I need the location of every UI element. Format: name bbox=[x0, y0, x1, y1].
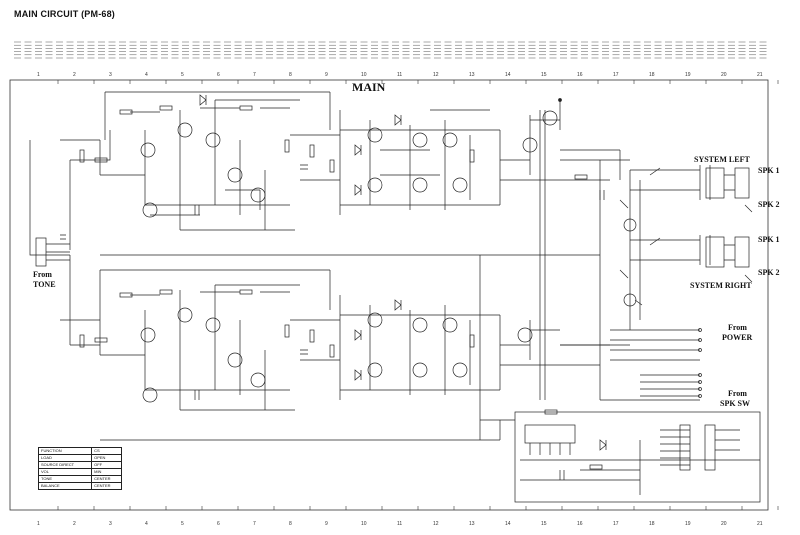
column-number: 12 bbox=[433, 521, 439, 527]
protection-ic-section bbox=[479, 255, 761, 503]
legend-state: OFF bbox=[91, 461, 122, 469]
legend-state: OPEN bbox=[91, 454, 122, 462]
column-number: 10 bbox=[361, 521, 367, 527]
column-number: 1 bbox=[37, 521, 40, 527]
legend-state: MIN bbox=[91, 468, 122, 476]
column-number: 21 bbox=[757, 72, 763, 78]
column-number: 11 bbox=[397, 521, 403, 527]
from-power-label-line1: From bbox=[728, 323, 747, 332]
column-number: 20 bbox=[721, 521, 727, 527]
column-number: 14 bbox=[505, 72, 511, 78]
page-title: MAIN CIRCUIT (PM-68) bbox=[14, 9, 115, 19]
from-spksw-label-line2: SPK SW bbox=[720, 399, 751, 408]
legend-function: LOAD bbox=[37, 454, 93, 462]
legend-function: BALANCE bbox=[37, 482, 93, 490]
column-number: 20 bbox=[721, 72, 727, 78]
spk2-top-label: SPK 2 bbox=[758, 200, 780, 209]
column-number: 18 bbox=[649, 521, 655, 527]
column-number: 2 bbox=[73, 521, 76, 527]
column-number: 11 bbox=[397, 72, 403, 78]
legend-function: VOL bbox=[37, 468, 93, 476]
column-number: 3 bbox=[109, 521, 112, 527]
column-number: 18 bbox=[649, 72, 655, 78]
column-number: 19 bbox=[685, 521, 691, 527]
legend-function: FUNCTION bbox=[37, 447, 93, 455]
column-number: 16 bbox=[577, 521, 583, 527]
tone-input-connector bbox=[35, 237, 70, 267]
column-number: 14 bbox=[505, 521, 511, 527]
column-number: 5 bbox=[181, 72, 184, 78]
column-number: 10 bbox=[361, 72, 367, 78]
column-number: 4 bbox=[145, 521, 148, 527]
column-number: 16 bbox=[577, 72, 583, 78]
column-number: 2 bbox=[73, 72, 76, 78]
upper-channel-amplifier bbox=[29, 91, 621, 256]
system-right-label: SYSTEM RIGHT bbox=[690, 281, 752, 290]
legend-state: CS bbox=[91, 447, 122, 455]
from-power-label-line2: POWER bbox=[722, 333, 753, 342]
column-number: 8 bbox=[289, 72, 292, 78]
column-number: 6 bbox=[217, 521, 220, 527]
column-number: 7 bbox=[253, 521, 256, 527]
column-number: 21 bbox=[757, 521, 763, 527]
spk2-bottom-label: SPK 2 bbox=[758, 268, 780, 277]
legend-function: TONE bbox=[37, 475, 93, 483]
from-tone-label-line1: From bbox=[33, 270, 52, 279]
system-left-label: SYSTEM LEFT bbox=[694, 155, 750, 164]
column-number: 17 bbox=[613, 72, 619, 78]
column-number: 9 bbox=[325, 521, 328, 527]
column-number: 13 bbox=[469, 521, 475, 527]
spk1-top-label: SPK 1 bbox=[758, 166, 780, 175]
from-tone-label-line2: TONE bbox=[33, 280, 56, 289]
schematic-frame bbox=[9, 79, 769, 511]
column-number: 15 bbox=[541, 521, 547, 527]
legend-state: CENTER bbox=[91, 482, 122, 490]
column-number: 15 bbox=[541, 72, 547, 78]
column-number: 4 bbox=[145, 72, 148, 78]
column-number: 13 bbox=[469, 72, 475, 78]
section-title-main: MAIN bbox=[352, 80, 386, 94]
column-number: 17 bbox=[613, 521, 619, 527]
from-spksw-label-line1: From bbox=[728, 389, 747, 398]
column-number: 12 bbox=[433, 72, 439, 78]
spk1-bottom-label: SPK 1 bbox=[758, 235, 780, 244]
column-number: 6 bbox=[217, 72, 220, 78]
parts-list-strip bbox=[14, 41, 767, 59]
legend-state: CENTER bbox=[91, 475, 122, 483]
output-relay-section bbox=[539, 110, 753, 401]
column-number: 3 bbox=[109, 72, 112, 78]
column-number: 5 bbox=[181, 521, 184, 527]
legend-function: SOURCE DIRECT bbox=[37, 461, 93, 469]
column-number: 7 bbox=[253, 72, 256, 78]
column-number: 8 bbox=[289, 521, 292, 527]
column-number: 9 bbox=[325, 72, 328, 78]
column-number: 1 bbox=[37, 72, 40, 78]
column-number: 19 bbox=[685, 72, 691, 78]
